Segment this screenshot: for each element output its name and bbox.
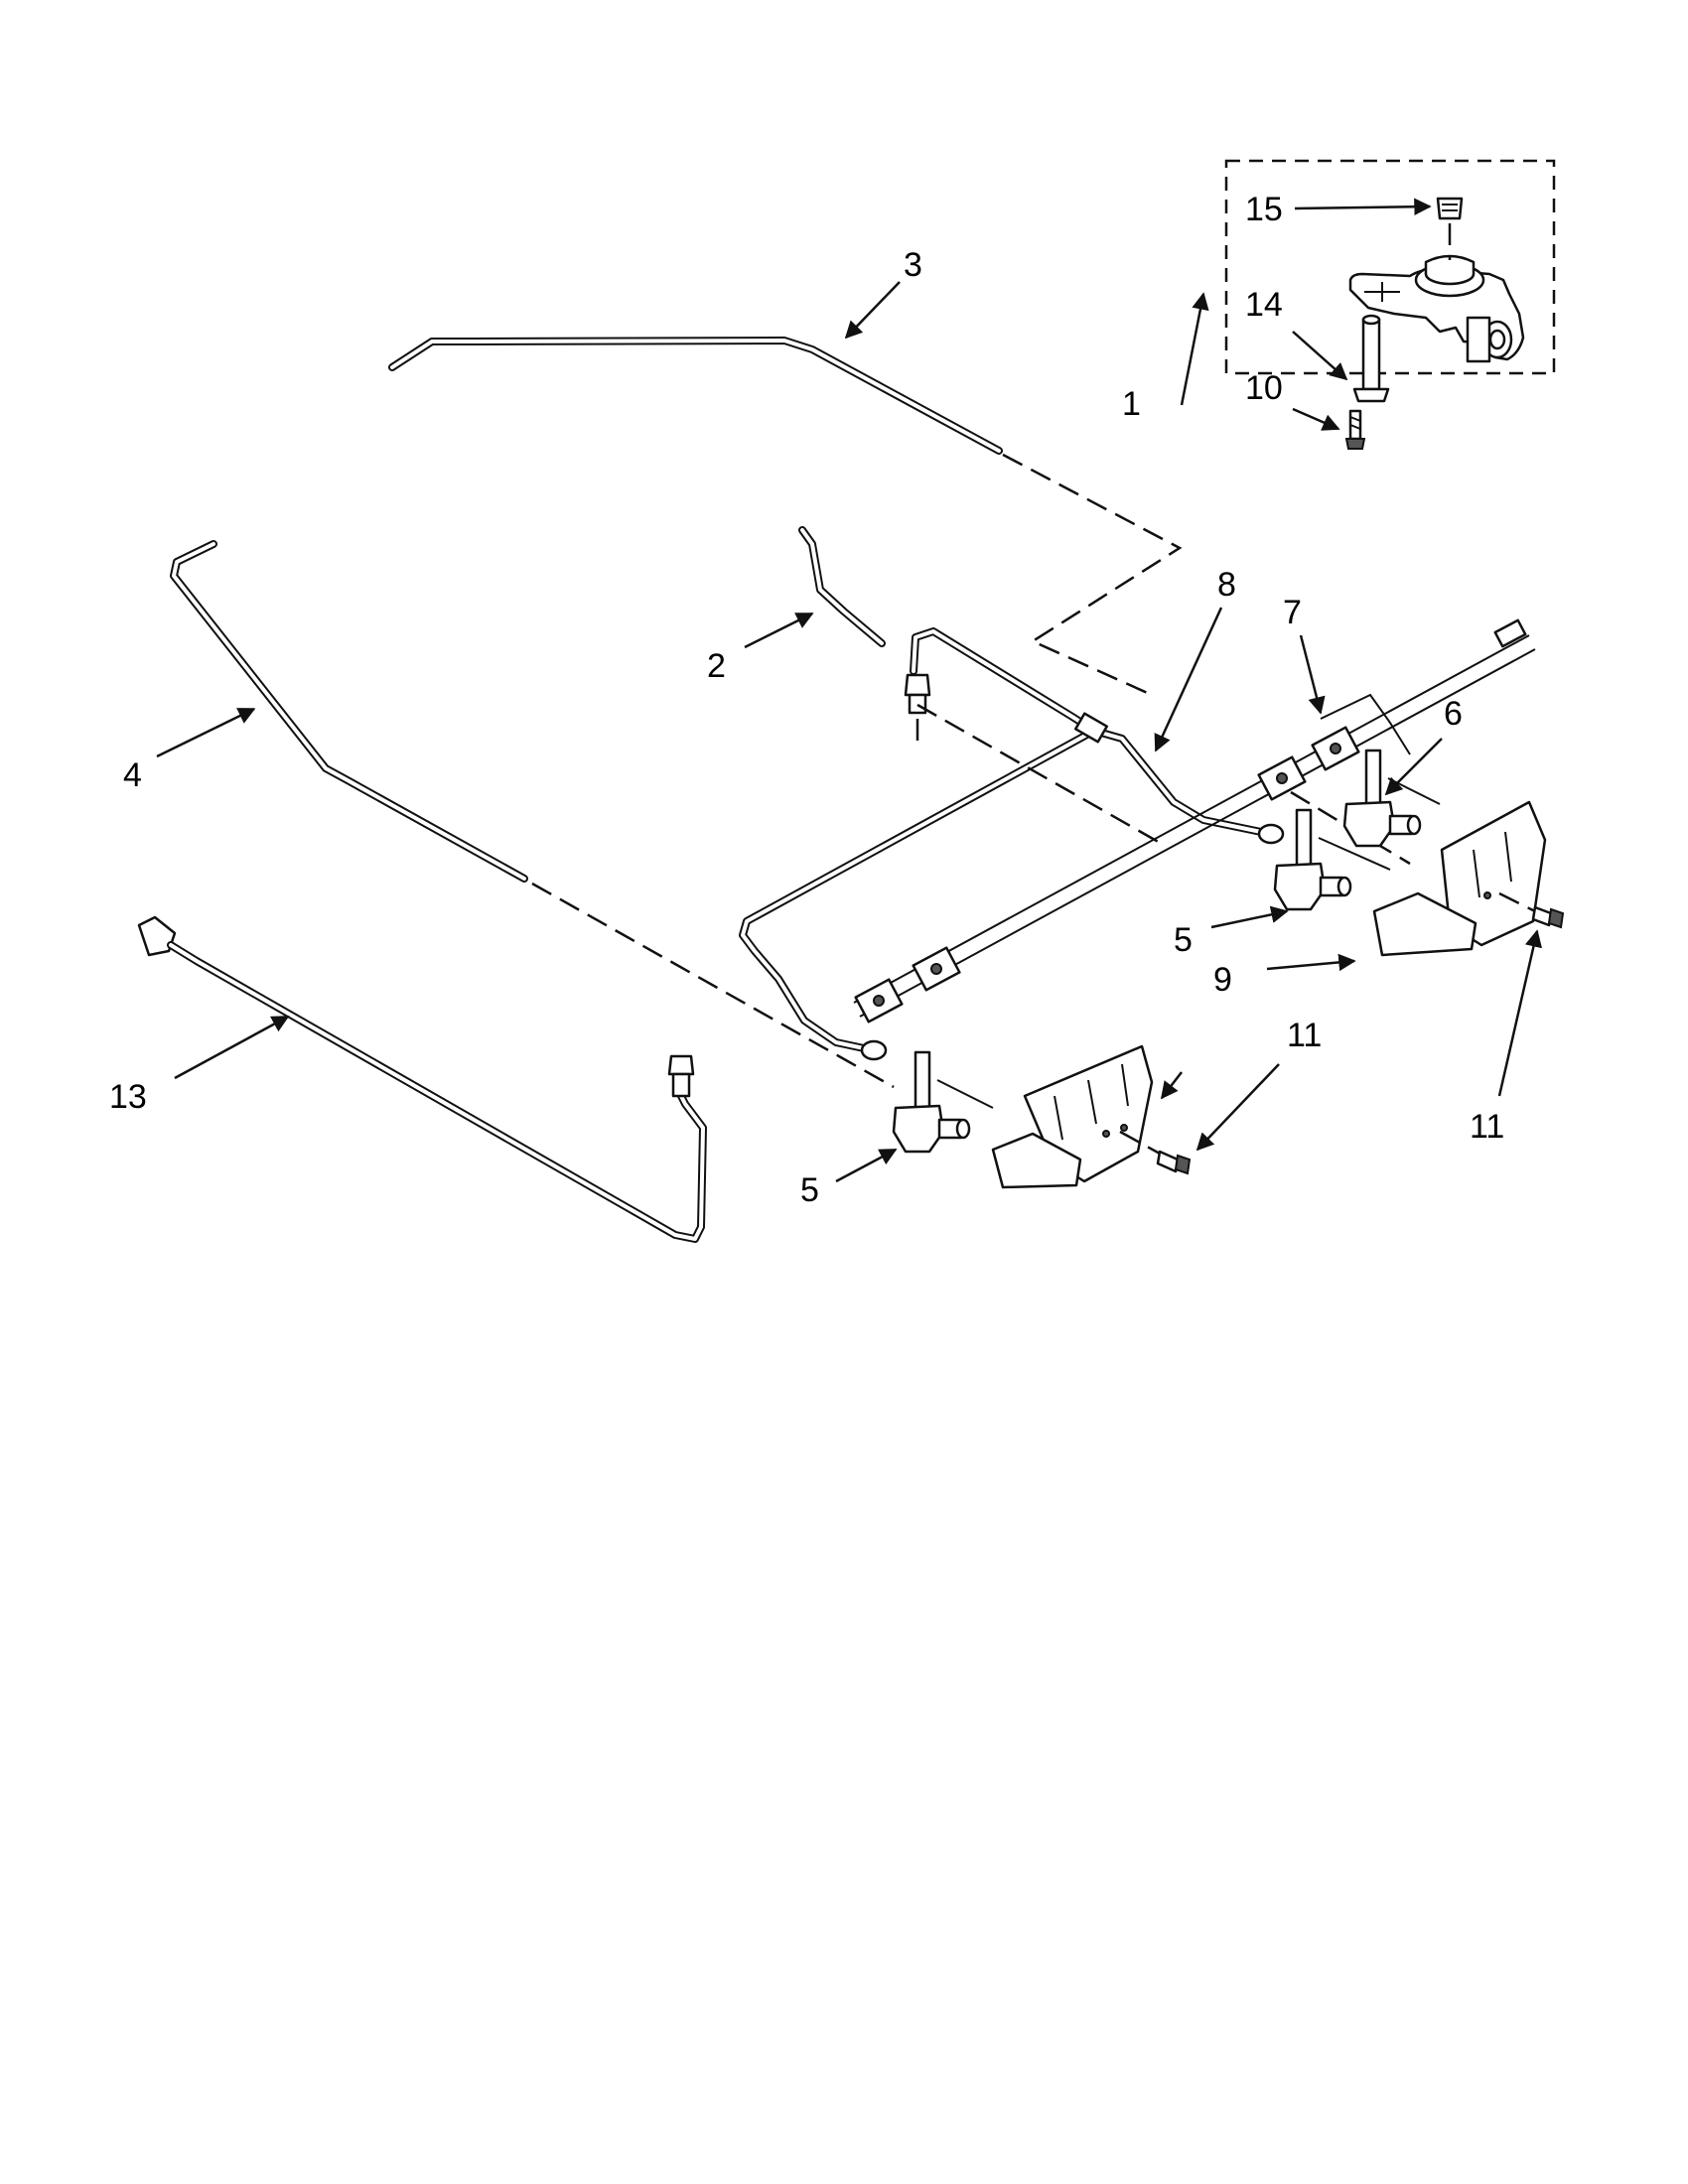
callout-3: 3 [904, 246, 922, 284]
screw-part-11-front [1119, 1130, 1192, 1175]
terminal-block [1311, 726, 1360, 771]
tube-part-2 [798, 526, 931, 747]
spindle-part-14 [1352, 314, 1390, 403]
valve-part-5-front [892, 1050, 994, 1154]
harness-part-7 [853, 618, 1536, 1024]
callout-15: 15 [1245, 191, 1283, 228]
leader-arrows [156, 198, 1543, 1183]
callout-2: 2 [707, 647, 726, 685]
detail-inset [1224, 159, 1556, 450]
callout-14: 14 [1245, 286, 1283, 324]
tube-part-3 [388, 337, 1183, 697]
screw-part-10 [1344, 409, 1366, 450]
callout-5a: 5 [1174, 921, 1193, 959]
bracket-part-9-rear [1372, 800, 1547, 957]
tube-part-13 [137, 915, 707, 1243]
callout-6: 6 [1444, 695, 1463, 733]
valve-part-5-rear [1273, 808, 1391, 911]
manifold-part-8 [739, 627, 1285, 1061]
callout-11b: 11 [1470, 1108, 1504, 1146]
callout-9: 9 [1213, 961, 1232, 999]
tube-part-4 [170, 540, 895, 1089]
callout-4: 4 [123, 756, 142, 794]
callout-13: 13 [109, 1078, 147, 1116]
callout-labels: 1 2 3 4 5 5 6 7 8 9 10 11 11 13 14 15 [109, 191, 1504, 1209]
screw-part-11-rear [1498, 891, 1565, 929]
terminal-block [1257, 755, 1307, 801]
valve-part-6 [1342, 749, 1441, 848]
callout-11a: 11 [1287, 1017, 1322, 1054]
callout-8: 8 [1217, 566, 1236, 604]
callout-1: 1 [1122, 385, 1141, 423]
bracket-part-9-front [991, 1044, 1154, 1189]
terminal-block [912, 946, 961, 992]
callout-5b: 5 [800, 1171, 819, 1209]
callout-10: 10 [1245, 369, 1283, 407]
terminal-block [854, 978, 904, 1024]
callout-7: 7 [1283, 594, 1302, 631]
cap-part-15 [1436, 197, 1464, 260]
